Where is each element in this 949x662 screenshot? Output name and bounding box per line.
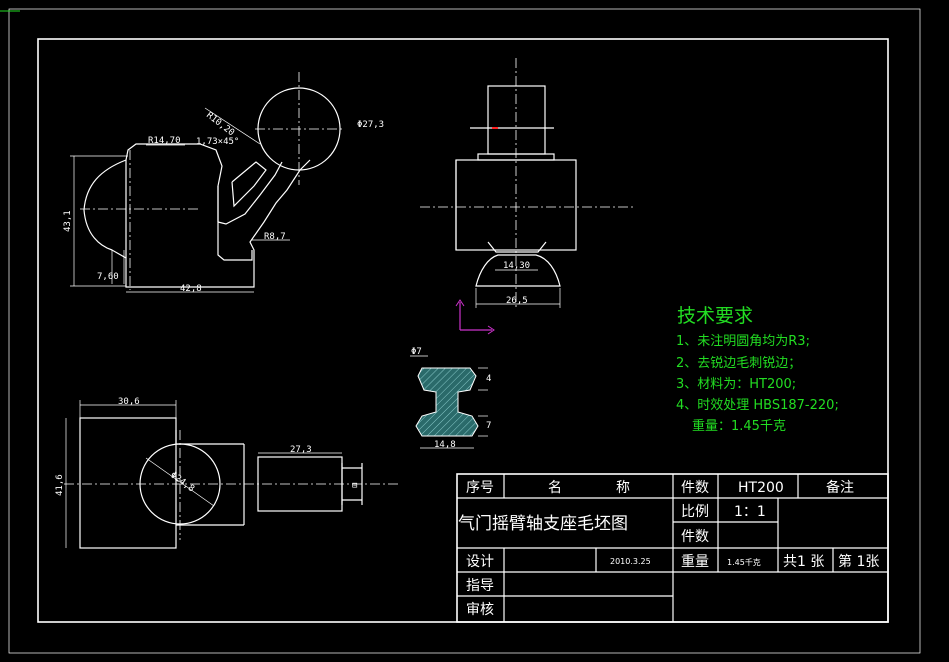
tb-sheet-no: 第 1张 bbox=[838, 553, 879, 570]
side-view bbox=[420, 58, 636, 310]
dim-r10-20: R10,20 bbox=[204, 110, 236, 138]
dim-w26-5: 26,5 bbox=[506, 296, 528, 306]
tb-designer-label: 设计 bbox=[466, 554, 494, 570]
dim-v7-60: 7,60 bbox=[97, 272, 119, 282]
tech-req-item-3: 3、材料为：HT200; bbox=[676, 377, 796, 392]
dim-r14-70: R14,70 bbox=[148, 136, 181, 146]
tb-drawing-title: 气门摇臂轴支座毛坯图 bbox=[458, 514, 628, 534]
dim-v4: 4 bbox=[486, 374, 491, 384]
tb-name-label-2: 称 bbox=[616, 480, 630, 496]
outer-frame bbox=[8, 8, 921, 654]
ucs-icon bbox=[455, 299, 495, 335]
tech-req-item-4: 4、时效处理 HBS187-220; bbox=[676, 398, 839, 413]
tb-review-label: 审核 bbox=[466, 602, 494, 618]
tb-weight-label: 重量 bbox=[681, 554, 709, 570]
section-view bbox=[410, 355, 488, 449]
dim-w14-8: 14,8 bbox=[434, 440, 456, 450]
dim-c1-73: 1,73×45° bbox=[196, 137, 239, 147]
tech-req-weight: 重量：1.45千克 bbox=[692, 418, 786, 434]
section-mark: ⊟ bbox=[352, 481, 357, 491]
tb-guide-label: 指导 bbox=[466, 578, 494, 594]
dim-w42-8: 42,8 bbox=[180, 284, 202, 294]
tb-seq-label: 序号 bbox=[466, 480, 494, 496]
tech-req-item-1: 1、未注明圆角均为R3; bbox=[676, 334, 810, 349]
tb-weight-value: 1.45千克 bbox=[727, 557, 761, 567]
tb-scale-label: 比例 bbox=[681, 504, 709, 520]
dim-d27-3: Φ27,3 bbox=[357, 120, 384, 130]
dim-w14-30: 14,30 bbox=[503, 261, 530, 271]
tb-count-label: 件数 bbox=[681, 480, 709, 496]
tech-req-item-2: 2、去锐边毛刺锐边； bbox=[676, 356, 801, 371]
tb-count-label-2: 件数 bbox=[681, 529, 709, 545]
dim-w30-6: 30,6 bbox=[118, 397, 140, 407]
tb-total-sheets: 共1 张 bbox=[783, 554, 824, 570]
dim-r8-7: R8,7 bbox=[264, 232, 286, 242]
top-view bbox=[64, 400, 400, 549]
tech-req-title: 技术要求 bbox=[677, 305, 753, 327]
tb-remark-label: 备注 bbox=[826, 479, 854, 496]
dim-d24-8: Φ24,8 bbox=[168, 470, 196, 494]
tb-material: HT200 bbox=[738, 480, 784, 496]
dim-d7: Φ7 bbox=[411, 347, 422, 357]
tb-scale-value: 1：1 bbox=[734, 504, 766, 520]
dim-w27-3: 27,3 bbox=[290, 445, 312, 455]
title-block bbox=[456, 473, 889, 623]
tb-date: 2010.3.25 bbox=[610, 557, 651, 566]
front-view bbox=[70, 72, 345, 293]
tb-name-label-1: 名 bbox=[548, 480, 562, 496]
dim-h43-1: 43,1 bbox=[63, 210, 73, 232]
dim-h41-6: 41,6 bbox=[55, 474, 65, 496]
dim-v7: 7 bbox=[486, 421, 491, 431]
